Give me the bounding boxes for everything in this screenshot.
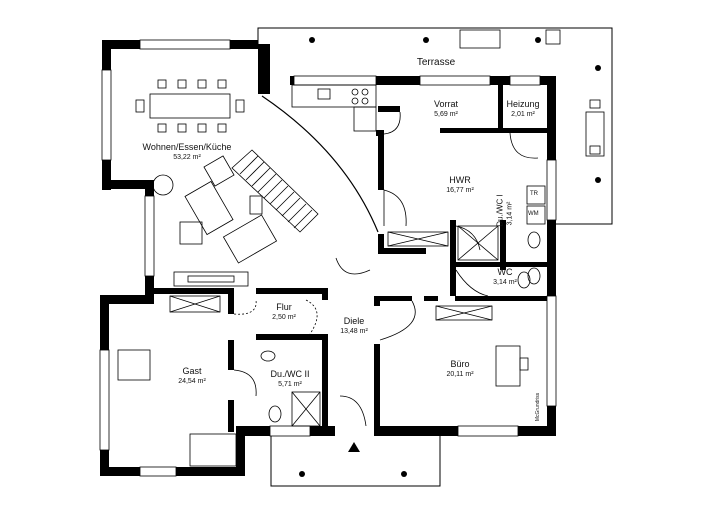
- room-area: 16,77 m²: [446, 187, 474, 194]
- room-label-duwc2: Du./WC II 5,71 m²: [270, 369, 310, 389]
- room-label-wc: WC 3,14 m²: [493, 267, 517, 287]
- room-area: 20,11 m²: [446, 371, 474, 378]
- room-area: 53,22 m²: [173, 154, 201, 161]
- room-label-heizung: Heizung 2,01 m²: [506, 99, 540, 119]
- room-label-hwr: HWR 16,77 m²: [446, 175, 474, 195]
- terrace-outline: [257, 27, 613, 487]
- room-name: Diele: [343, 316, 365, 326]
- washer-label: WM: [528, 211, 539, 217]
- windows: [99, 39, 557, 477]
- room-area: 2,50 m²: [272, 314, 296, 321]
- terrace-label: Terrasse: [416, 57, 456, 68]
- room-name: Du./WC II: [270, 369, 310, 379]
- room-name: Gast: [182, 366, 202, 376]
- watermark: McGrundriss: [535, 392, 542, 422]
- room-area: 24,54 m²: [178, 378, 206, 385]
- room-area: 3,14 m²: [506, 201, 514, 226]
- terrace-columns: [299, 37, 601, 477]
- room-label-flur: Flur 2,50 m²: [272, 302, 296, 322]
- room-label-wohnen: Wohnen/Essen/Küche 53,22 m²: [142, 142, 232, 162]
- room-name: Wohnen/Essen/Küche: [142, 142, 232, 152]
- interior-walls: [154, 85, 556, 436]
- room-label-buero: Büro 20,11 m²: [446, 359, 474, 379]
- room-name: Büro: [450, 359, 470, 369]
- room-area: 5,69 m²: [434, 111, 458, 118]
- staircase: [231, 149, 319, 233]
- room-label-duwc1: Du./WC I: [496, 194, 505, 226]
- room-label-gast: Gast 24,54 m²: [178, 366, 206, 386]
- room-label-vorrat: Vorrat 5,69 m²: [433, 99, 459, 119]
- doors: [233, 111, 539, 427]
- entrance-arrow: [348, 442, 360, 452]
- room-name: Heizung: [506, 99, 540, 109]
- room-area: 5,71 m²: [278, 381, 302, 388]
- room-name: Flur: [276, 302, 292, 312]
- room-name: Vorrat: [433, 99, 459, 109]
- curved-wall: [261, 95, 379, 233]
- room-name: WC: [497, 267, 513, 277]
- dryer-label: TR: [530, 191, 538, 197]
- room-name: HWR: [449, 175, 471, 185]
- room-label-diele: Diele 13,48 m²: [340, 316, 368, 336]
- room-area: 3,14 m²: [493, 279, 517, 286]
- room-area: 13,48 m²: [340, 328, 368, 335]
- furniture: [117, 29, 605, 467]
- room-area-duwc1: 3,14 m²: [506, 202, 513, 226]
- room-name: Du./WC I: [495, 194, 505, 227]
- room-area: 2,01 m²: [511, 111, 535, 118]
